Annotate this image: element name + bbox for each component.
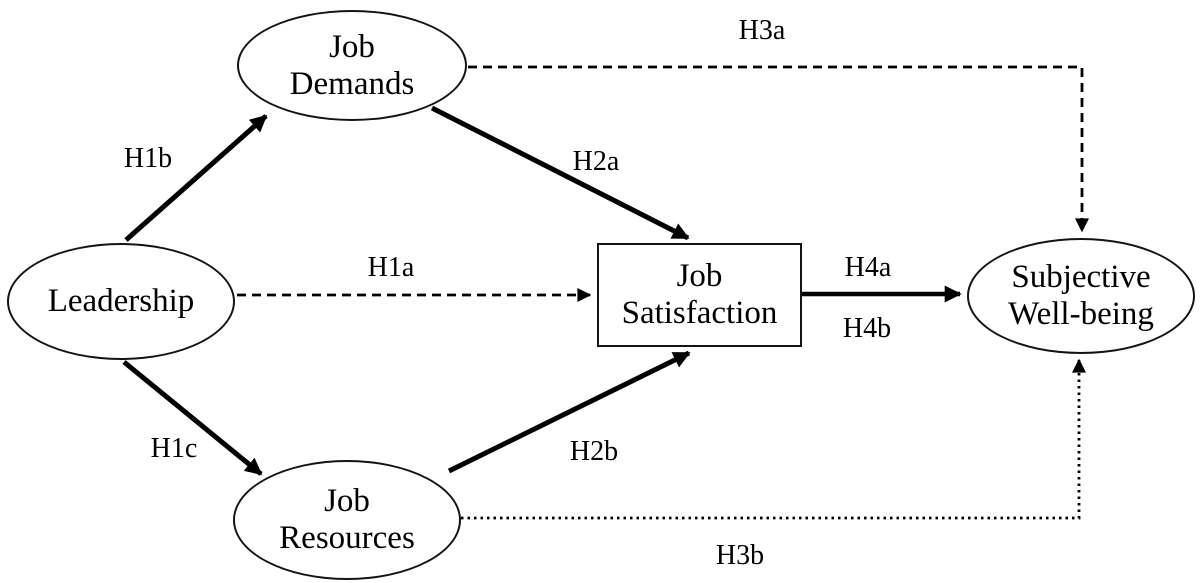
h2b-arrow <box>447 350 691 474</box>
node-job-demands-line2: Demands <box>289 65 415 102</box>
node-subjective-well-being: Subjective Well-being <box>967 238 1195 354</box>
label-h1b: H1b <box>123 143 173 174</box>
node-job-satisfaction-line1: Job <box>676 258 723 295</box>
label-h4b: H4b <box>842 313 892 344</box>
label-h1c: H1c <box>150 433 198 464</box>
h3a-arrow <box>468 65 1089 233</box>
label-h3b: H3b <box>715 540 765 571</box>
node-job-demands: Job Demands <box>237 10 467 121</box>
label-h2a: H2a <box>572 146 620 177</box>
label-h3a: H3a <box>738 15 786 46</box>
node-job-resources-line2: Resources <box>279 520 415 556</box>
h1b-arrow <box>124 114 268 242</box>
h1c-arrow <box>122 360 263 476</box>
node-subjective-well-being-line2: Well-being <box>1008 296 1154 332</box>
h3b-arrow <box>461 358 1086 520</box>
node-job-demands-line1: Job <box>329 28 375 65</box>
node-job-satisfaction-line2: Satisfaction <box>621 295 778 331</box>
label-h1a: H1a <box>367 252 415 283</box>
node-subjective-well-being-line1: Subjective <box>1011 259 1151 296</box>
node-job-resources-line1: Job <box>324 483 370 520</box>
node-job-resources: Job Resources <box>233 460 461 580</box>
label-h4a: H4a <box>844 252 892 283</box>
node-job-satisfaction: Job Satisfaction <box>597 243 802 347</box>
node-leadership: Leadership <box>7 243 235 360</box>
label-h2b: H2b <box>569 436 619 467</box>
h2a-arrow <box>430 105 690 241</box>
node-leadership-label: Leadership <box>47 283 195 320</box>
